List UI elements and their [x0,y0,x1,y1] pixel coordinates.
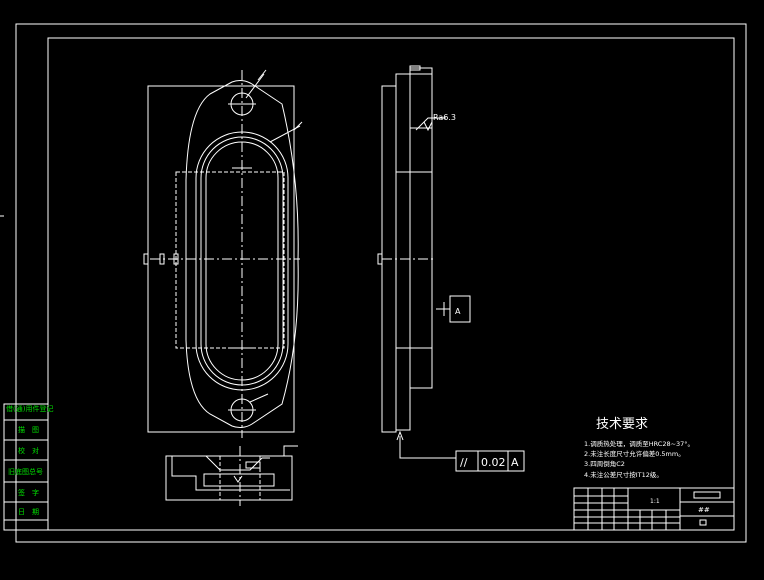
datum-label: A [455,307,461,316]
side-label-3: 旧底图总号 [8,467,43,476]
tech-requirement-item-4: 4.未注公差尺寸按IT12级。 [584,470,663,479]
side-label-4: 签 字 [18,488,39,497]
tolerance-value: 0.02 [481,456,506,469]
tolerance-frame: // 0.02 A [455,450,525,472]
tech-requirement-item-1: 1.调质热处理，调质至HRC28~37°。 [584,439,694,448]
title-block: 1:1 ## [573,487,735,531]
sheet-border [15,23,747,543]
roughness-note: Ra6.3 [433,113,456,122]
tech-requirements: 技术要求 1.调质热处理，调质至HRC28~37°。 2.未注长度尺寸允许偏差0… [584,417,694,479]
side-label-1: 描 图 [18,425,39,434]
side-revision-table: 借(通)用件登记 描 图 校 对 旧底图总号 签 字 日 期 [0,215,53,531]
tech-requirements-title: 技术要求 [596,417,648,432]
tolerance-symbol: // [460,456,468,469]
side-label-5: 日 期 [18,508,39,516]
title-block-scale: 1:1 [650,498,660,505]
tech-requirement-item-2: 2.未注长度尺寸允许偏差0.5mm。 [584,449,685,458]
tech-requirement-item-3: 3.四周倒角C2 [584,459,625,468]
side-label-0: 借(通)用件登记 [6,404,53,413]
side-view [377,65,471,459]
section-view [165,445,298,506]
side-label-2: 校 对 [18,446,39,455]
front-view [143,69,303,438]
tolerance-datum: A [511,456,519,469]
title-block-name: ## [698,506,710,514]
